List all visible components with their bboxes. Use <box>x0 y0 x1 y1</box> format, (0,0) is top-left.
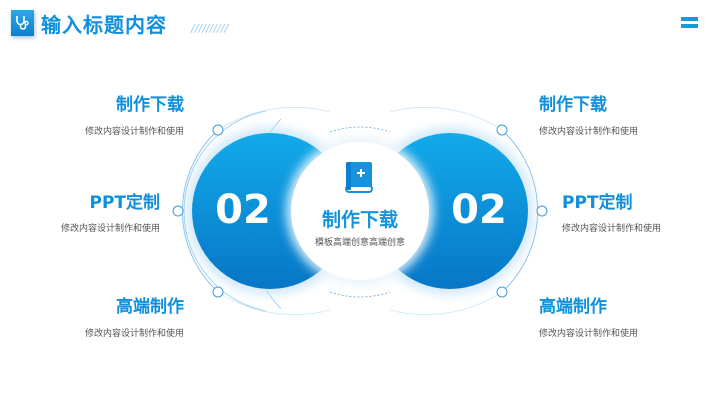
right-item-desc: 修改内容设计制作和使用 <box>539 329 639 339</box>
right-circle-number: 02 <box>451 187 507 233</box>
left-item-title: PPT定制 <box>89 193 160 213</box>
page-title: 输入标题内容 <box>41 13 167 37</box>
center-subtitle: 模板高端创意高端创意 <box>314 238 405 248</box>
left-circle-number: 02 <box>215 187 271 233</box>
center-title: 制作下载 <box>321 209 398 231</box>
stethoscope-icon <box>16 16 29 30</box>
left-item-title: 制作下载 <box>116 95 184 115</box>
menu-icon[interactable] <box>681 17 698 31</box>
medical-book-icon <box>345 162 373 193</box>
right-item-desc: 修改内容设计制作和使用 <box>539 127 639 137</box>
title-decoration: ////////// <box>191 22 229 35</box>
left-item-desc: 修改内容设计制作和使用 <box>84 329 184 339</box>
right-item-title: 高端制作 <box>539 297 607 317</box>
left-item-title: 高端制作 <box>116 297 184 317</box>
left-item-desc: 修改内容设计制作和使用 <box>84 127 184 137</box>
right-item-title: 制作下载 <box>539 95 607 115</box>
right-item-title: PPT定制 <box>562 193 633 213</box>
logo-badge <box>11 10 34 36</box>
right-item-desc: 修改内容设计制作和使用 <box>562 224 662 234</box>
left-item-desc: 修改内容设计制作和使用 <box>60 224 160 234</box>
